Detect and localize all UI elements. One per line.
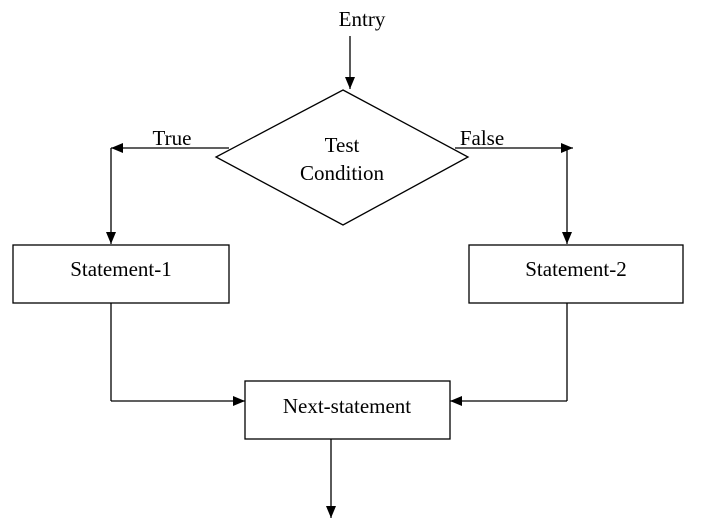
- statement1-label: Statement-1: [70, 257, 171, 281]
- next-statement-label: Next-statement: [283, 394, 411, 418]
- true-branch-label: True: [153, 126, 192, 150]
- entry-label: Entry: [339, 7, 386, 31]
- statement1-box: [12, 244, 230, 304]
- statement2-box: [468, 244, 684, 304]
- false-branch-label: False: [460, 126, 504, 150]
- test-condition-diamond: [214, 89, 470, 226]
- statement2-label: Statement-2: [525, 257, 626, 281]
- test-condition-label-line2: Condition: [300, 161, 385, 185]
- test-condition-label-line1: Test: [325, 133, 360, 157]
- next-statement-box: [244, 380, 451, 440]
